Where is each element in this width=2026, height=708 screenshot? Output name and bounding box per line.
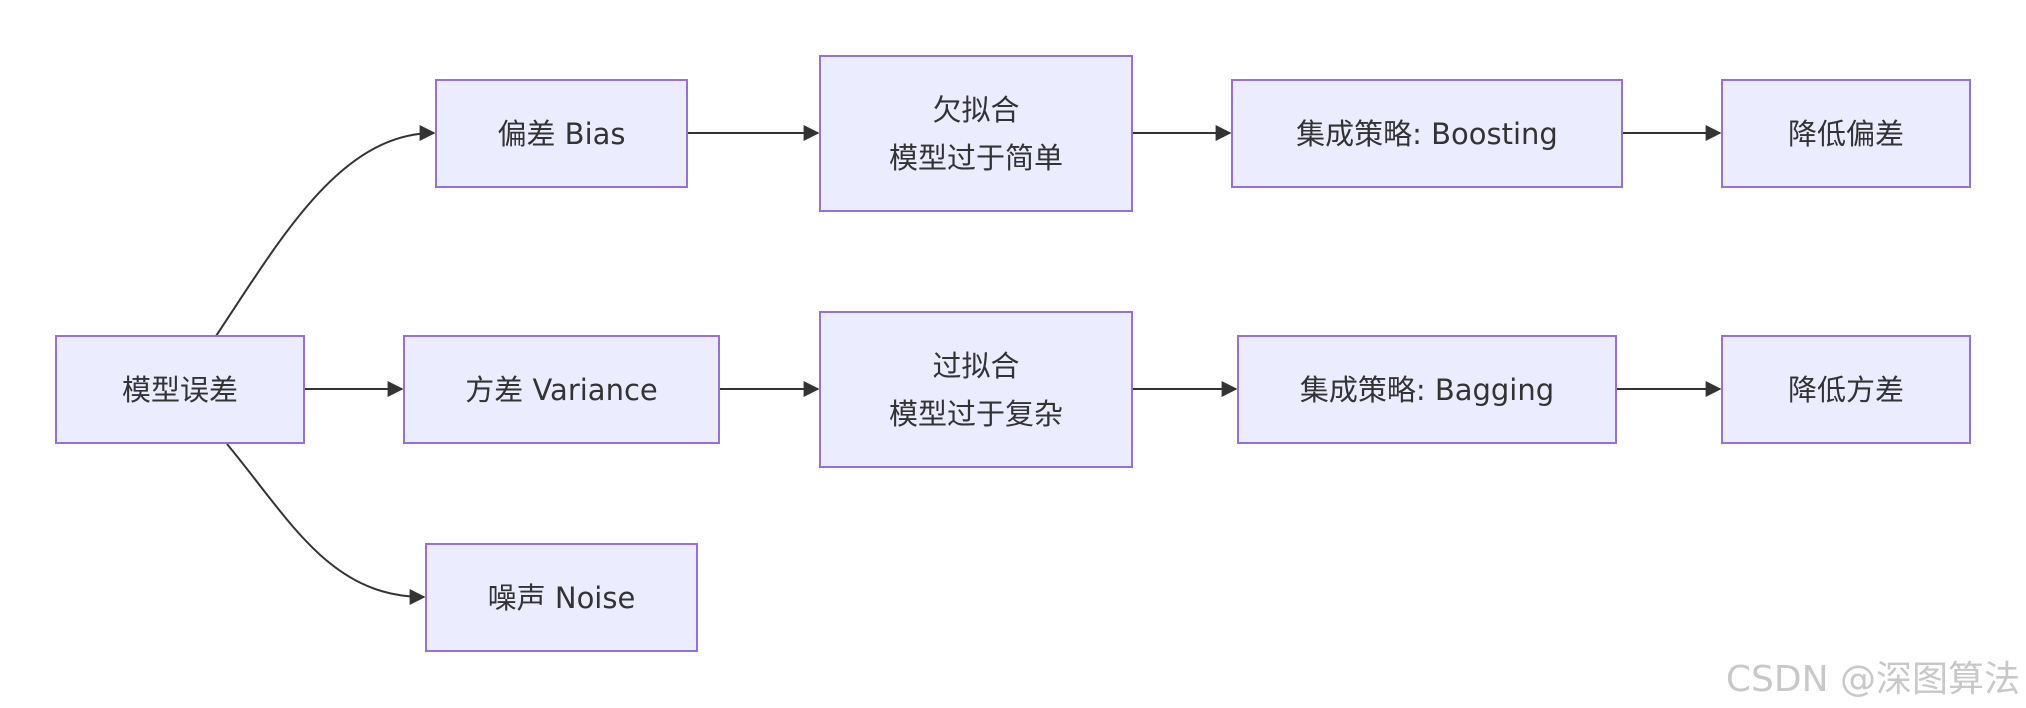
- node-variance-label: 方差 Variance: [465, 372, 658, 407]
- node-noise: 噪声 Noise: [425, 543, 698, 652]
- node-underfit-line2: 模型过于简单: [888, 140, 1063, 175]
- node-underfit-line1: 欠拟合: [932, 92, 1020, 127]
- node-bagging: 集成策略: Bagging: [1237, 335, 1617, 444]
- node-boosting-label: 集成策略: Boosting: [1296, 116, 1558, 151]
- node-reduce-bias-label: 降低偏差: [1787, 116, 1904, 151]
- node-bias: 偏差 Bias: [435, 79, 688, 188]
- node-variance: 方差 Variance: [403, 335, 720, 444]
- node-overfit-line2: 模型过于复杂: [888, 396, 1063, 431]
- node-boosting: 集成策略: Boosting: [1231, 79, 1623, 188]
- node-model-error-label: 模型误差: [121, 372, 238, 407]
- node-reduce-bias: 降低偏差: [1721, 79, 1971, 188]
- node-reduce-variance: 降低方差: [1721, 335, 1971, 444]
- node-model-error: 模型误差: [55, 335, 305, 444]
- edge-model-error-to-bias: [215, 125, 436, 337]
- node-overfit-line1: 过拟合: [932, 348, 1020, 383]
- edge-model-error-to-noise: [226, 443, 426, 605]
- node-underfit: 欠拟合 模型过于简单: [819, 55, 1133, 212]
- node-reduce-variance-label: 降低方差: [1787, 372, 1904, 407]
- node-noise-label: 噪声 Noise: [487, 580, 636, 615]
- watermark: CSDN @深图算法: [1725, 659, 2020, 700]
- node-bias-label: 偏差 Bias: [497, 116, 626, 151]
- node-overfit: 过拟合 模型过于复杂: [819, 311, 1133, 468]
- node-bagging-label: 集成策略: Bagging: [1299, 372, 1555, 407]
